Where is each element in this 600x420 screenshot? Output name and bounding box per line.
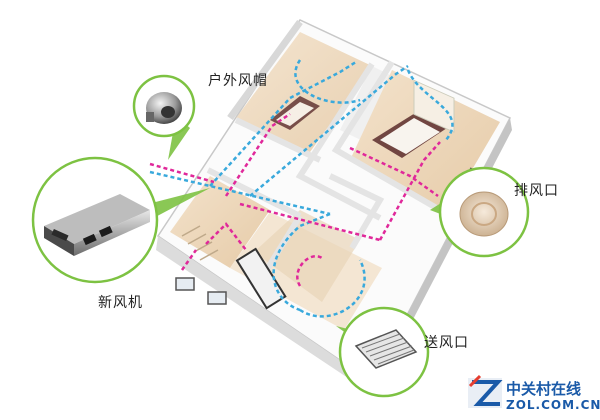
outdoor-hood-callout: [132, 74, 196, 138]
outdoor-hood-label: 户外风帽: [208, 73, 268, 89]
watermark-cn: 中关村在线: [506, 380, 582, 398]
exhaust-vent-icon: [459, 191, 509, 237]
exhaust-vent-callout: [438, 166, 530, 258]
supply-vent-label: 送风口: [424, 335, 469, 351]
outdoor-hood-icon: [146, 92, 182, 124]
fresh-air-unit-icon: [44, 194, 150, 256]
exhaust-air-flow: [149, 112, 441, 287]
supply-vent-icon: [354, 329, 418, 369]
supply-air-flow: [149, 59, 454, 318]
exhaust-vent-label: 排风口: [514, 183, 559, 199]
fresh-air-unit-label: 新风机: [98, 295, 143, 311]
zol-logo-icon: [468, 374, 503, 408]
fresh-air-unit-callout: [31, 156, 159, 284]
watermark-en: ZOL.COM.CN: [506, 398, 600, 412]
supply-vent-callout: [338, 306, 430, 398]
